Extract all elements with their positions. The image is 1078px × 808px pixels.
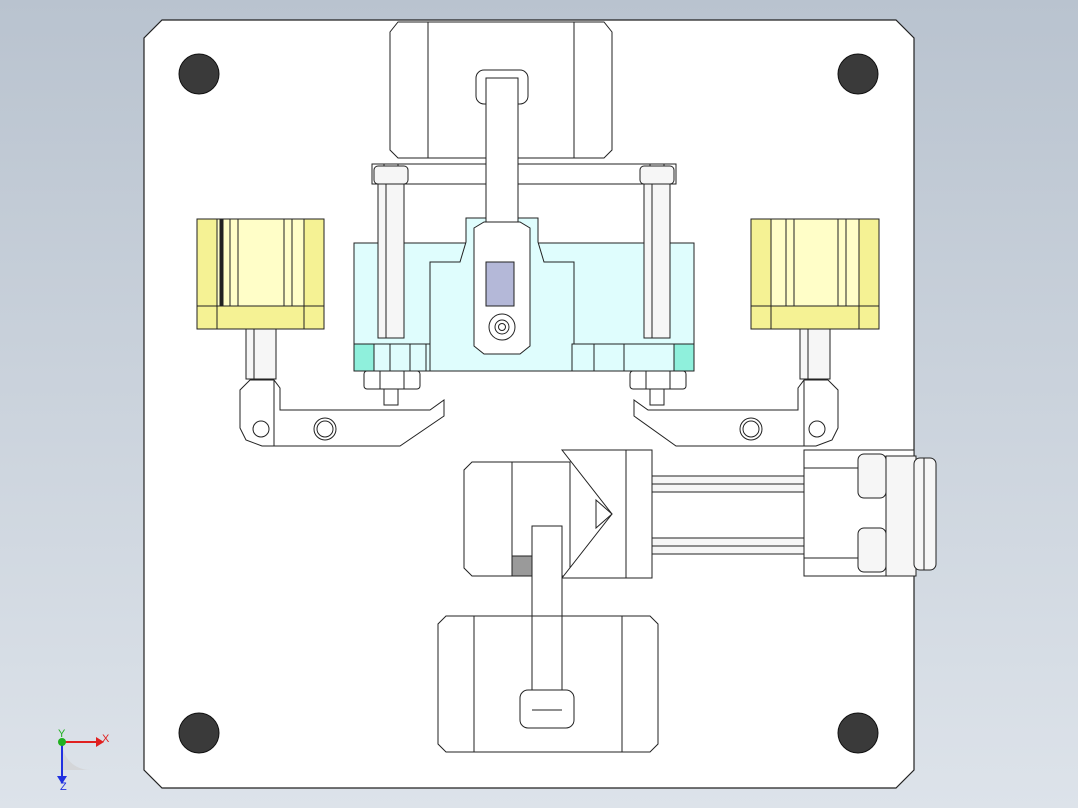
center-link-arm[interactable] [473,69,531,355]
x-axis-arrow [96,737,104,747]
y-axis-dot [58,738,66,746]
top-cross-bar[interactable] [371,163,677,185]
hole-top-right[interactable] [837,53,879,95]
right-cylinder[interactable] [750,218,880,380]
x-axis-label: X [102,733,110,745]
hole-bottom-left[interactable] [178,712,220,754]
y-axis-label: Y [58,728,66,740]
left-clamp-lever[interactable] [239,379,445,447]
guide-posts[interactable] [373,165,675,339]
right-clamp-lever[interactable] [633,379,839,447]
z-axis-label: Z [60,781,67,793]
base-plate[interactable] [143,19,915,789]
mounting-holes [178,53,879,754]
axis-triad[interactable]: X Y Z [57,728,110,793]
hex-nuts[interactable] [363,370,687,406]
hole-top-left[interactable] [178,53,220,95]
horizontal-cylinder[interactable] [463,449,937,579]
hole-bottom-right[interactable] [837,712,879,754]
bottom-block[interactable] [437,615,659,753]
z-axis-arrow [57,776,67,784]
left-cylinder[interactable] [196,218,325,380]
triad-shadow [62,742,90,770]
